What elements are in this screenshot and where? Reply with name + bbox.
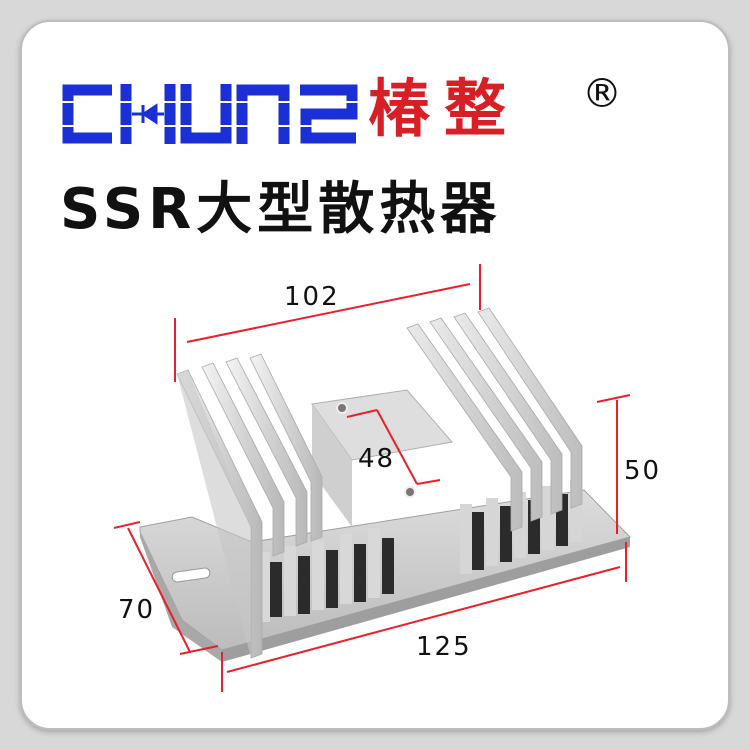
dimension-height: 50: [624, 456, 662, 486]
dimension-lines: [113, 264, 631, 692]
dimension-hole-spacing: 48: [358, 444, 396, 474]
chunz-logo: [60, 84, 360, 144]
dimension-top-width: 102: [284, 282, 340, 312]
lower-fins-left: [270, 538, 394, 617]
upper-fins-right: [406, 307, 583, 532]
dimension-depth: 70: [118, 595, 156, 625]
mounting-hole-top: [336, 402, 348, 414]
mounting-hole-bottom: [404, 486, 416, 498]
brand-chinese-name: 椿整: [368, 72, 521, 145]
heatsink-illustration: [113, 264, 631, 692]
product-card: 椿整 ® SSR大型散热器: [20, 20, 730, 730]
dimension-base-length: 125: [416, 632, 472, 662]
registered-mark: ®: [582, 71, 622, 117]
product-title: SSR大型散热器: [60, 177, 502, 242]
